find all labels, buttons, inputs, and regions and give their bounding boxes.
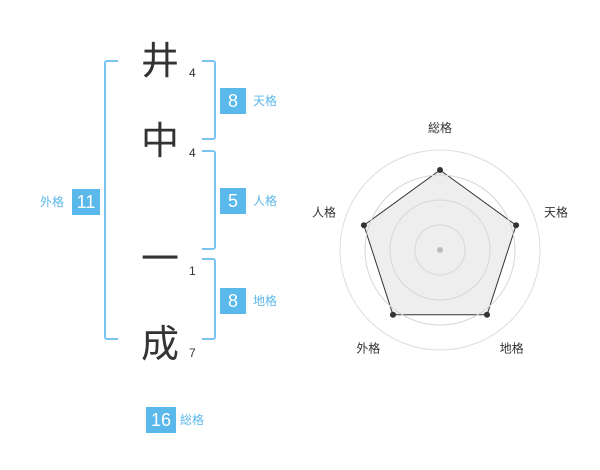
name-char-1: 井 — [140, 39, 179, 83]
radar-point-5 — [360, 222, 367, 229]
gaikaku-bracket — [104, 60, 118, 340]
radar-axis-label-3: 地格 — [500, 341, 524, 356]
jinkaku-value: 5 — [220, 188, 246, 214]
name-char-2: 中 — [140, 119, 179, 163]
soukaku-label: 総格 — [180, 413, 205, 427]
tenkaku-bracket — [202, 60, 216, 140]
radar-point-3 — [484, 311, 491, 318]
radar-point-1 — [437, 167, 443, 173]
radar-axis-label-1: 総格 — [428, 120, 452, 135]
gaikaku-value: 11 — [72, 189, 100, 215]
radar-inner-ring — [389, 199, 491, 301]
jinkaku-bracket — [202, 150, 216, 250]
jinkaku-label: 人格 — [253, 194, 278, 208]
name-char-3: 一 — [140, 237, 179, 281]
tenkaku-label: 天格 — [253, 94, 278, 108]
radar-center-dot — [437, 247, 443, 253]
radar-point-4 — [389, 311, 396, 318]
radar-point-2 — [513, 222, 520, 229]
stroke-count-2: 4 — [189, 146, 196, 160]
radar-data-polygon — [363, 169, 517, 316]
soukaku-value: 16 — [146, 407, 176, 433]
chikaku-bracket — [202, 258, 216, 340]
stroke-count-1: 4 — [189, 66, 196, 80]
stroke-count-4: 7 — [189, 346, 196, 360]
tenkaku-value: 8 — [220, 88, 246, 114]
radar-inner-ring — [414, 224, 466, 276]
chikaku-value: 8 — [220, 288, 246, 314]
name-char-4: 成 — [140, 322, 179, 366]
gaikaku-label: 外格 — [40, 195, 65, 209]
chikaku-label: 地格 — [253, 294, 278, 308]
radar-inner-ring — [364, 174, 516, 326]
radar-axis-label-4: 外格 — [356, 341, 380, 356]
radar-axis-label-2: 天格 — [544, 204, 568, 219]
stroke-count-3: 1 — [189, 264, 196, 278]
radar-axis-label-5: 人格 — [312, 204, 336, 219]
